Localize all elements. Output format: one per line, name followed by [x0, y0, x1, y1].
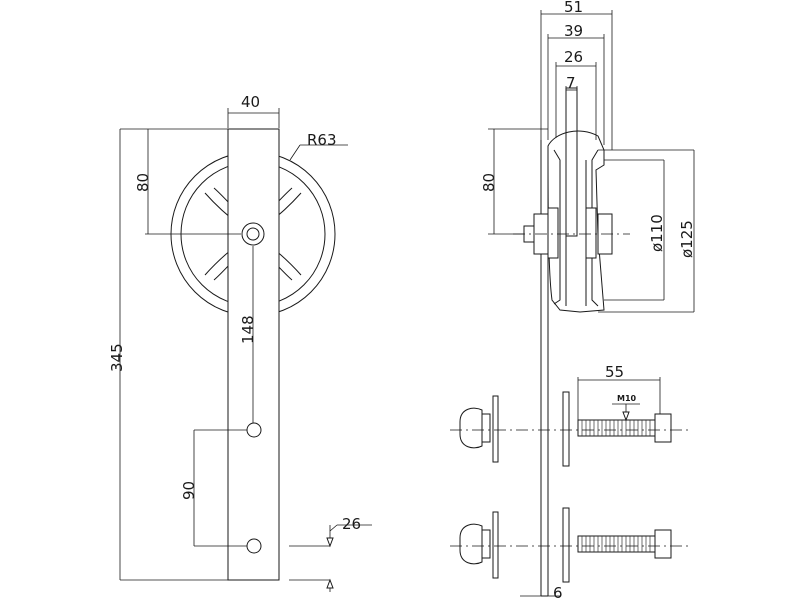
dim-wheel-inner-dia: ø110 [648, 214, 666, 252]
dim-side-width-total: 51 [564, 0, 583, 16]
front-view: 40 R63 80 345 148 90 [108, 93, 372, 592]
dim-side-top-to-axle-label: 80 [480, 173, 498, 192]
dim-top-to-axle-label: 80 [134, 173, 152, 192]
axle-inner [246, 227, 260, 241]
dim-hole-spacing [193, 429, 247, 547]
dim-side-width-inner: 26 [564, 48, 583, 66]
dim-wheel-diameters [598, 149, 695, 313]
dim-hole-spacing-label: 90 [180, 481, 198, 500]
dim-plate-thickness-label: 6 [553, 584, 563, 600]
bolt-assembly-lower [450, 507, 690, 583]
dim-side-groove: 7 [566, 74, 576, 92]
dim-bolt-length-label: 55 [605, 363, 624, 381]
dim-side-width-mid: 39 [564, 22, 583, 40]
dim-flat-width-label: 40 [241, 93, 260, 111]
dim-bolt-thread-label: M10 [617, 394, 637, 403]
hanger-strap [565, 87, 578, 237]
side-view: 51 39 26 7 80 ø110 ø125 [450, 0, 696, 600]
dim-side-widths [540, 10, 613, 150]
dim-top-to-axle [120, 128, 241, 235]
dim-wheel-outer-dia: ø125 [678, 220, 696, 258]
dim-overall-height-label: 345 [108, 343, 126, 372]
dim-radius-label: R63 [307, 131, 337, 149]
dim-axle-to-hole-label: 148 [239, 315, 257, 344]
flat-bar [227, 128, 280, 581]
dim-flat-width [227, 108, 280, 128]
axle-outer [241, 222, 265, 246]
bolt-assembly-upper [450, 391, 690, 467]
dim-hole-to-bottom-label: 26 [342, 515, 361, 533]
dim-side-top-to-axle [488, 128, 548, 235]
dim-overall-height [119, 129, 228, 581]
